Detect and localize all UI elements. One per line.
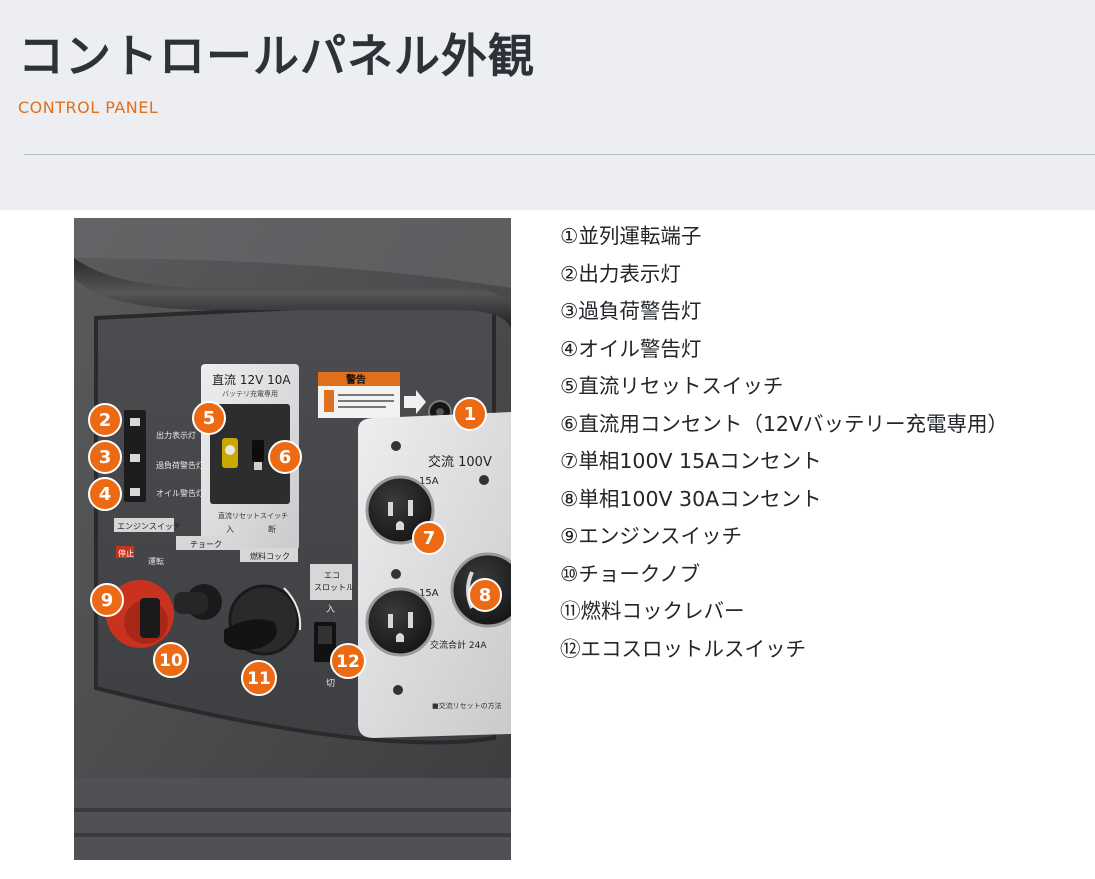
- eco-label-1: エコ: [324, 571, 340, 580]
- feature-item: ⑨エンジンスイッチ: [560, 524, 742, 548]
- svg-text:10: 10: [159, 651, 183, 671]
- divider: [24, 154, 1095, 155]
- feature-item: ⑫エコスロットルスイッチ: [560, 636, 806, 661]
- engine-switch-label: エンジンスイッチ: [117, 522, 181, 531]
- overload-lamp-label: 過負荷警告灯: [156, 460, 204, 470]
- feature-item: ①並列運転端子: [560, 224, 702, 248]
- svg-text:1: 1: [464, 404, 477, 425]
- marker-9: 9: [90, 583, 124, 617]
- svg-text:12: 12: [336, 652, 360, 672]
- marker-11: 11: [241, 660, 277, 696]
- control-panel-photo: 出力表示灯 過負荷警告灯 オイル警告灯 直流 12V 10A バッテリ充電専用 …: [74, 218, 511, 860]
- marker-1: 1: [453, 397, 487, 431]
- svg-text:3: 3: [99, 447, 112, 468]
- run-label: 運転: [148, 557, 164, 566]
- eco-off-label: 切: [326, 678, 335, 689]
- marker-12: 12: [330, 643, 366, 679]
- stop-label: 停止: [118, 548, 134, 558]
- marker-2: 2: [88, 403, 122, 437]
- feature-list: ①並列運転端子 ②出力表示灯 ③過負荷警告灯 ④オイル警告灯 ⑤直流リセットスイ…: [560, 218, 1008, 668]
- feature-item: ⑪燃料コックレバー: [560, 599, 745, 623]
- dc-socket: [252, 440, 264, 462]
- feature-item: ⑥直流用コンセント（12Vバッテリー充電専用）: [560, 411, 1008, 436]
- warning-label: 警告: [345, 373, 366, 386]
- marker-3: 3: [88, 440, 122, 474]
- feature-item: ⑤直流リセットスイッチ: [560, 374, 784, 398]
- svg-text:11: 11: [247, 669, 271, 689]
- svg-text:6: 6: [279, 447, 292, 468]
- feature-item: ②出力表示灯: [560, 261, 681, 286]
- outlet-15a-bottom: [365, 587, 435, 657]
- ac-note: ■交流リセットの方法: [432, 701, 502, 710]
- ac-15a-bottom: 15A: [419, 588, 439, 599]
- output-lamp-label: 出力表示灯: [156, 430, 196, 440]
- marker-5: 5: [192, 401, 226, 435]
- ac-total: 交流合計 24A: [430, 639, 487, 651]
- page-subtitle: CONTROL PANEL: [18, 98, 159, 117]
- marker-8: 8: [468, 578, 502, 612]
- dc-reset-label: 直流リセットスイッチ: [218, 511, 288, 520]
- feature-item: ⑩チョークノブ: [560, 561, 701, 586]
- choke-label: チョーク: [190, 540, 222, 549]
- marker-4: 4: [88, 477, 122, 511]
- eco-on-label: 入: [326, 604, 335, 615]
- eco-label-2: スロットル: [314, 583, 354, 592]
- svg-text:8: 8: [479, 585, 492, 606]
- svg-text:7: 7: [423, 528, 436, 549]
- svg-text:4: 4: [99, 484, 112, 505]
- feature-item: ⑦単相100V 15Aコンセント: [560, 449, 822, 473]
- marker-7: 7: [412, 521, 446, 555]
- feature-item: ③過負荷警告灯: [560, 299, 702, 323]
- dc-outlet-housing: [210, 404, 290, 504]
- carry-handle: [74, 258, 511, 328]
- ac-title: 交流 100V: [428, 454, 492, 470]
- feature-item: ⑧単相100V 30Aコンセント: [560, 486, 822, 511]
- marker-6: 6: [268, 440, 302, 474]
- oil-lamp-label: オイル警告灯: [156, 488, 204, 498]
- marker-10: 10: [153, 642, 189, 678]
- svg-text:9: 9: [101, 590, 114, 611]
- feature-item: ④オイル警告灯: [560, 336, 702, 361]
- svg-text:5: 5: [203, 408, 216, 429]
- dc-on-label: 入: [226, 525, 234, 534]
- dc-title: 直流 12V 10A: [212, 373, 291, 387]
- ac-15a-top: 15A: [419, 476, 439, 487]
- svg-text:2: 2: [99, 410, 112, 431]
- dc-off-label: 断: [268, 524, 276, 534]
- dc-sub: バッテリ充電専用: [222, 389, 278, 398]
- page-title: コントロールパネル外観: [18, 29, 535, 83]
- fuel-cock-label: 燃料コック: [250, 551, 290, 561]
